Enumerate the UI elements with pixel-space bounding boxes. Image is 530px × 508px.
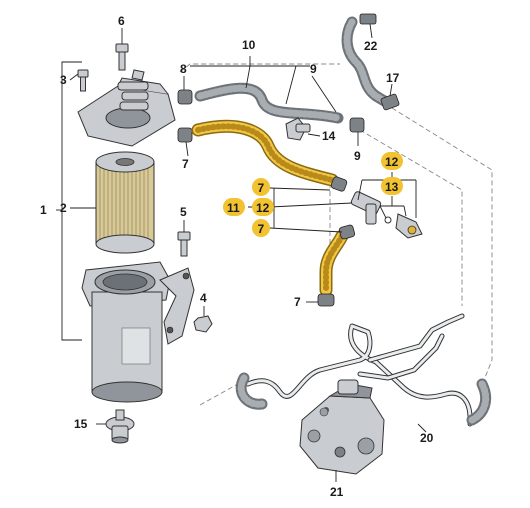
drain-valve-part-15 (96, 409, 135, 444)
filter-element-part-2 (70, 151, 155, 254)
callout-8: 8 (180, 62, 187, 76)
callout-12-left: 12 (256, 201, 270, 215)
bolt-part-6 (115, 28, 129, 71)
badge-12-left (252, 198, 274, 216)
callout-22: 22 (364, 39, 378, 53)
callout-15: 15 (74, 417, 88, 431)
callout-13: 13 (385, 180, 399, 194)
assembly-bracket-1 (56, 61, 82, 341)
pump-part-21 (299, 379, 385, 482)
clamps (177, 75, 365, 157)
callout-21: 21 (330, 485, 344, 499)
bolt-part-3 (69, 69, 89, 92)
callout-14: 14 (322, 129, 336, 143)
callout-10: 10 (242, 38, 256, 52)
callout-7-bottom: 7 (294, 295, 301, 309)
callout-6: 6 (118, 14, 125, 28)
badge-11 (223, 198, 245, 216)
hose-part-11-upper (191, 119, 339, 187)
callout-4: 4 (200, 291, 207, 305)
callout-20: 20 (420, 431, 434, 445)
filter-housing (81, 261, 195, 403)
callout-labels: 6 3 1 2 5 4 15 10 8 9 7 14 9 22 17 7 11 … (40, 14, 434, 499)
badge-7-lower (252, 219, 270, 237)
callout-3: 3 (60, 73, 67, 87)
callout-7-lower-hl: 7 (258, 222, 265, 236)
hose-part-10 (190, 56, 344, 124)
callout-9-top: 9 (310, 62, 317, 76)
clamp-part-17 (380, 83, 400, 111)
callout-2: 2 (60, 201, 67, 215)
bolt-part-5 (177, 220, 191, 257)
bracket-part-14 (285, 117, 321, 141)
hose-part-11-lower (319, 229, 349, 297)
callout-12-right: 12 (385, 155, 399, 169)
nut-part-4 (193, 306, 213, 333)
t-piece-and-sensor (350, 191, 423, 239)
callout-7-upper-hl: 7 (258, 181, 265, 195)
filter-head-cover (77, 69, 176, 147)
callout-7-left: 7 (182, 157, 189, 171)
hose-part-22 (341, 13, 392, 108)
callout-11: 11 (227, 201, 240, 215)
callout-9-right: 9 (354, 149, 361, 163)
callout-1: 1 (40, 203, 47, 217)
clamps-yellow-hose (317, 176, 356, 307)
fuel-pipes-part-20 (235, 313, 492, 433)
badge-12-right (381, 152, 403, 170)
highlight-badges (223, 152, 403, 237)
badge-13 (381, 177, 403, 195)
badge-7-upper (252, 178, 270, 196)
callout-5: 5 (180, 205, 187, 219)
callout-17: 17 (386, 71, 400, 85)
